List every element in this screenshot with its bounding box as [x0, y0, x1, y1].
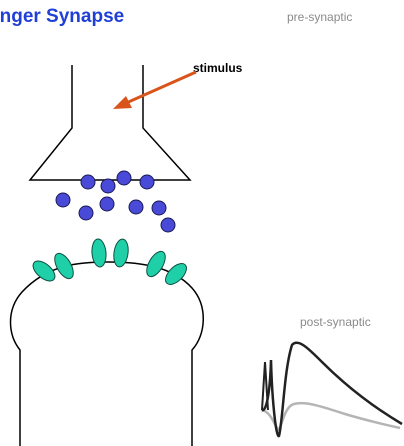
vesicle: [79, 206, 93, 220]
receptor: [112, 238, 130, 268]
postsynaptic-spine: [11, 262, 204, 446]
vesicle: [152, 201, 166, 215]
receptor: [162, 260, 190, 288]
stimulus-arrow: [113, 72, 196, 109]
stimulus-artifact: [262, 362, 268, 410]
receptor: [143, 248, 169, 279]
vesicle: [56, 193, 70, 207]
vesicle: [161, 218, 175, 232]
vesicle: [101, 179, 115, 193]
receptors: [30, 238, 191, 288]
vesicle: [129, 200, 143, 214]
vesicle: [140, 175, 154, 189]
vesicle: [117, 171, 131, 185]
presynaptic-terminal: [30, 65, 190, 180]
vesicle: [81, 175, 95, 189]
receptor: [91, 238, 107, 267]
epsp-trace-panel: [262, 343, 402, 436]
vesicle: [100, 197, 114, 211]
